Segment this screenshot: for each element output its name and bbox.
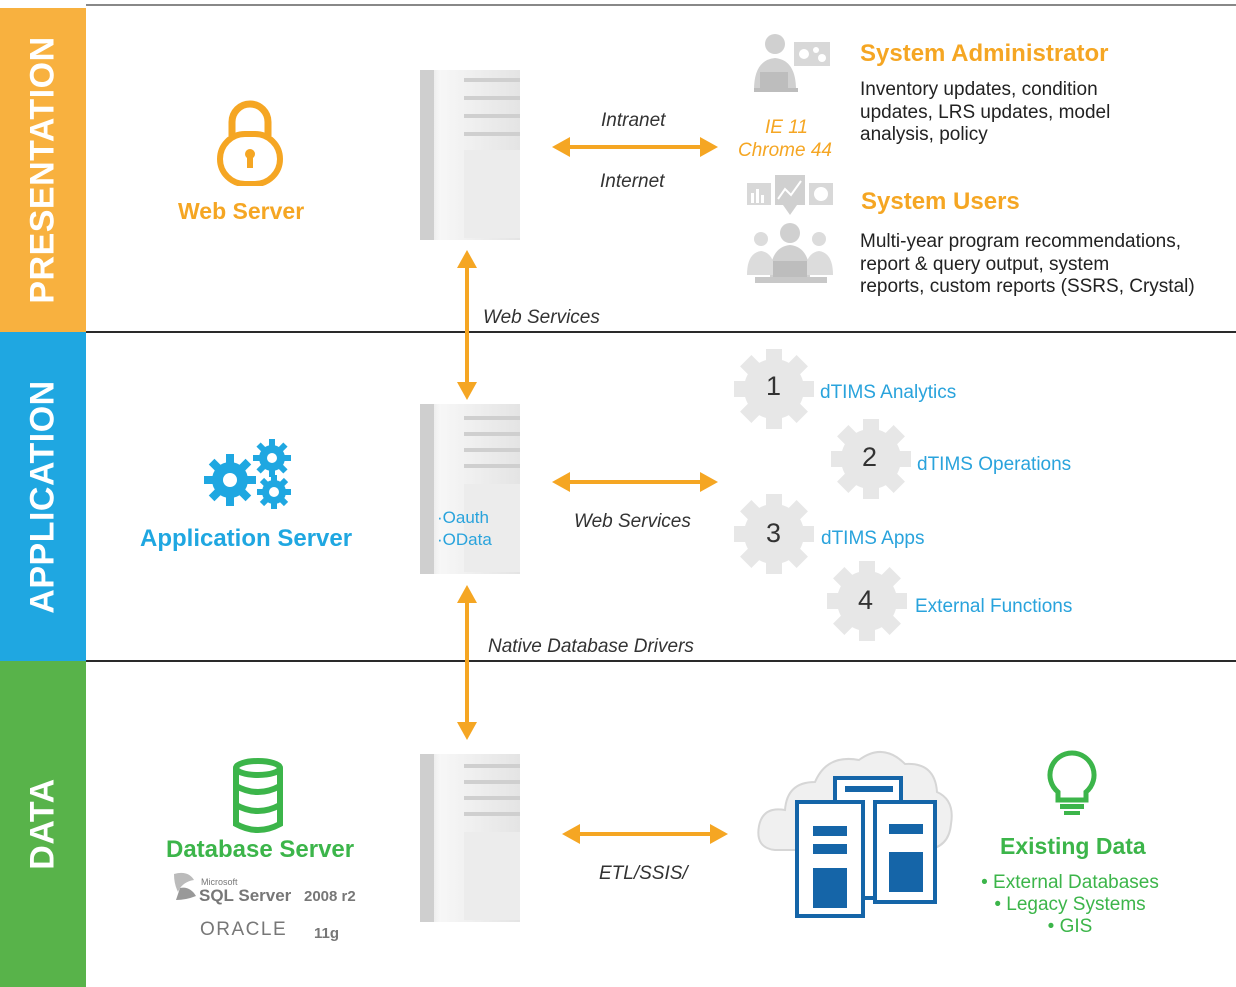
existing-data-item-text: GIS (1059, 916, 1093, 937)
web-services-vertical-label: Web Services (483, 307, 600, 328)
browser-ie: IE 11 (765, 117, 808, 138)
application-server-tower (420, 404, 520, 574)
system-admin-title: System Administrator (860, 40, 1109, 67)
admin-user-icon (750, 30, 832, 94)
system-users-desc-line: reports, custom reports (SSRS, Crystal) (860, 276, 1195, 297)
etl-arrow (562, 822, 728, 846)
sql-server-logo: Microsoft SQL Server 2008 r2 (170, 870, 370, 906)
module-label-1: dTIMS Analytics (820, 382, 957, 403)
existing-data-list: • External Databases • Legacy Systems • … (960, 872, 1180, 938)
divider-application-data-left (86, 660, 327, 662)
module-label-4: External Functions (915, 596, 1073, 617)
data-band-label: DATA (23, 778, 62, 870)
database-server-tower (420, 754, 520, 922)
application-band: APPLICATION (0, 332, 86, 661)
db-drivers-vertical-label: Native Database Drivers (488, 636, 694, 657)
module-number-3: 3 (766, 518, 782, 548)
etl-label: ETL/SSIS/ (599, 863, 688, 884)
module-number-1: 1 (766, 371, 782, 401)
system-users-desc-line: Multi-year program recommendations, (860, 231, 1182, 252)
system-users-desc: Multi-year program recommendations, repo… (860, 231, 1195, 299)
system-admin-desc-line: updates, LRS updates, model (860, 101, 1111, 123)
system-users-icon (745, 175, 835, 287)
existing-data-item-text: Legacy Systems (1006, 894, 1146, 915)
module-label-2: dTIMS Operations (917, 454, 1072, 475)
existing-data-item: • GIS (1047, 916, 1093, 937)
db-drivers-vertical-arrow (455, 585, 479, 740)
application-band-label: APPLICATION (23, 379, 62, 614)
system-admin-desc-line: analysis, policy (860, 124, 988, 145)
divider-application-data (327, 660, 1236, 662)
web-services-vertical-arrow (455, 250, 479, 400)
module-number-4: 4 (858, 585, 874, 615)
module-gear-3: 3 (733, 493, 815, 575)
sql-version: 2008 r2 (304, 888, 356, 905)
sql-server-emblem-icon (174, 872, 196, 900)
system-users-title: System Users (861, 188, 1020, 215)
cloud-database-icon (755, 740, 955, 920)
database-server-label: Database Server (166, 836, 355, 863)
module-gear-2: 2 (830, 418, 912, 500)
sql-brand-small: Microsoft (201, 877, 238, 887)
web-server-label: Web Server (178, 198, 305, 224)
oracle-brand: ORACLE (200, 919, 288, 940)
database-icon (232, 758, 284, 834)
system-users-desc-line: report & query output, system (860, 253, 1110, 275)
lock-icon (215, 96, 285, 186)
server-item-odata-text: OData (442, 530, 492, 549)
server-item-odata: ·OData (437, 530, 492, 549)
intranet-label: Intranet (601, 110, 666, 131)
existing-data-item-text: External Databases (993, 872, 1159, 893)
web-server-tower (420, 70, 520, 240)
module-gear-4: 4 (826, 560, 908, 642)
presentation-band-label: PRESENTATION (23, 36, 62, 304)
module-number-2: 2 (862, 442, 878, 472)
system-admin-desc: Inventory updates, condition updates, LR… (860, 79, 1110, 147)
module-gear-1: 1 (733, 348, 815, 430)
presentation-band: PRESENTATION (0, 8, 86, 332)
sql-brand: SQL Server (199, 886, 292, 905)
existing-data-item: • External Databases (981, 872, 1159, 893)
oracle-version: 11g (314, 925, 340, 942)
system-admin-desc-line: Inventory updates, condition (860, 79, 1098, 100)
server-item-oauth-text: Oauth (442, 508, 489, 527)
data-band: DATA (0, 661, 86, 987)
application-server-label: Application Server (140, 525, 353, 552)
lightbulb-icon (1046, 750, 1098, 816)
existing-data-item: • Legacy Systems (994, 894, 1146, 915)
app-web-services-arrow (552, 470, 718, 494)
browser-chrome: Chrome 44 (738, 140, 832, 161)
server-item-oauth: ·Oauth (437, 508, 489, 527)
existing-data-title: Existing Data (1000, 833, 1146, 859)
divider-presentation-application (86, 331, 1236, 333)
app-web-services-label: Web Services (574, 511, 691, 532)
intranet-internet-arrow (552, 135, 718, 159)
module-label-3: dTIMS Apps (821, 528, 925, 549)
gears-icon (202, 436, 298, 516)
top-border (86, 4, 1236, 6)
internet-label: Internet (600, 171, 665, 192)
